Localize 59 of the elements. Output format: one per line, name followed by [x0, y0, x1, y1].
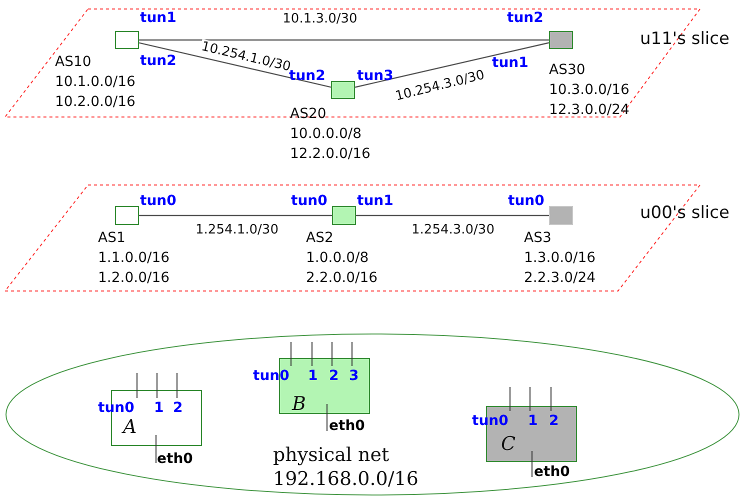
- address-label: AS1: [98, 230, 126, 246]
- interface-label: eth0: [329, 418, 365, 434]
- as-router-box: [549, 206, 573, 225]
- network-label: physical net: [273, 444, 390, 466]
- link-line: [354, 42, 550, 88]
- interface-label: tun0: [291, 193, 328, 209]
- address-label: AS30: [549, 62, 586, 78]
- interface-label: 1: [308, 368, 318, 384]
- address-label: AS3: [524, 230, 552, 246]
- subnet-label: 10.1.3.0/30: [282, 12, 358, 26]
- slice-label: u00's slice: [640, 203, 730, 223]
- interface-label: tun2: [140, 53, 176, 69]
- address-label: AS10: [55, 54, 92, 70]
- address-label: 12.2.0.0/16: [290, 146, 370, 162]
- address-label: 10.3.0.0/16: [549, 82, 630, 98]
- link-line: [139, 39, 549, 41]
- address-label: 1.2.0.0/16: [98, 270, 170, 286]
- interface-label: 1: [154, 400, 164, 416]
- address-label: 10.1.0.0/16: [55, 74, 136, 90]
- address-label: 1.1.0.0/16: [98, 250, 170, 266]
- interface-label: tun1: [492, 55, 528, 71]
- interface-label: tun3: [357, 68, 394, 84]
- address-label: 10.0.0.0/8: [290, 126, 362, 142]
- subnet-label: 1.254.1.0/30: [194, 222, 280, 238]
- subnet-label: 192.168.0.0/16: [273, 468, 418, 490]
- address-label: 1.3.0.0/16: [524, 250, 596, 266]
- address-label: 1.0.0.0/8: [306, 250, 369, 266]
- link-line: [356, 214, 549, 216]
- interface-label: eth0: [157, 451, 193, 467]
- address-label: 10.2.0.0/16: [55, 94, 136, 110]
- interface-label: 1: [528, 413, 538, 429]
- host-label: A: [123, 416, 137, 438]
- as-router-box: [115, 31, 139, 49]
- interface-label: 3: [349, 368, 359, 384]
- as-router-box: [331, 81, 355, 99]
- interface-label: eth0: [534, 464, 570, 480]
- address-label: AS2: [306, 230, 334, 246]
- interface-label: 2: [549, 413, 559, 429]
- link-line: [139, 214, 332, 216]
- address-label: 12.3.0.0/24: [549, 102, 630, 118]
- address-label: 2.2.3.0/24: [524, 270, 596, 286]
- host-label: B: [292, 393, 306, 415]
- network-ellipse: [5, 333, 740, 496]
- interface-label: tun0: [508, 193, 544, 209]
- address-label: 2.2.0.0/16: [306, 270, 378, 286]
- slice-label: u11's slice: [640, 29, 730, 49]
- interface-label: tun2: [507, 10, 544, 26]
- link-line: [138, 42, 332, 88]
- interface-label: 2: [329, 368, 339, 384]
- address-label: AS20: [290, 106, 326, 122]
- as-router-box: [115, 206, 139, 225]
- host-label: C: [501, 433, 516, 455]
- interface-label: tun1: [357, 193, 394, 209]
- as-router-box: [332, 206, 356, 225]
- interface-label: tun1: [140, 10, 176, 26]
- interface-label: 2: [173, 400, 183, 416]
- interface-label: tun0: [140, 193, 176, 209]
- subnet-label: 1.254.3.0/30: [410, 222, 496, 238]
- as-router-box: [549, 31, 573, 49]
